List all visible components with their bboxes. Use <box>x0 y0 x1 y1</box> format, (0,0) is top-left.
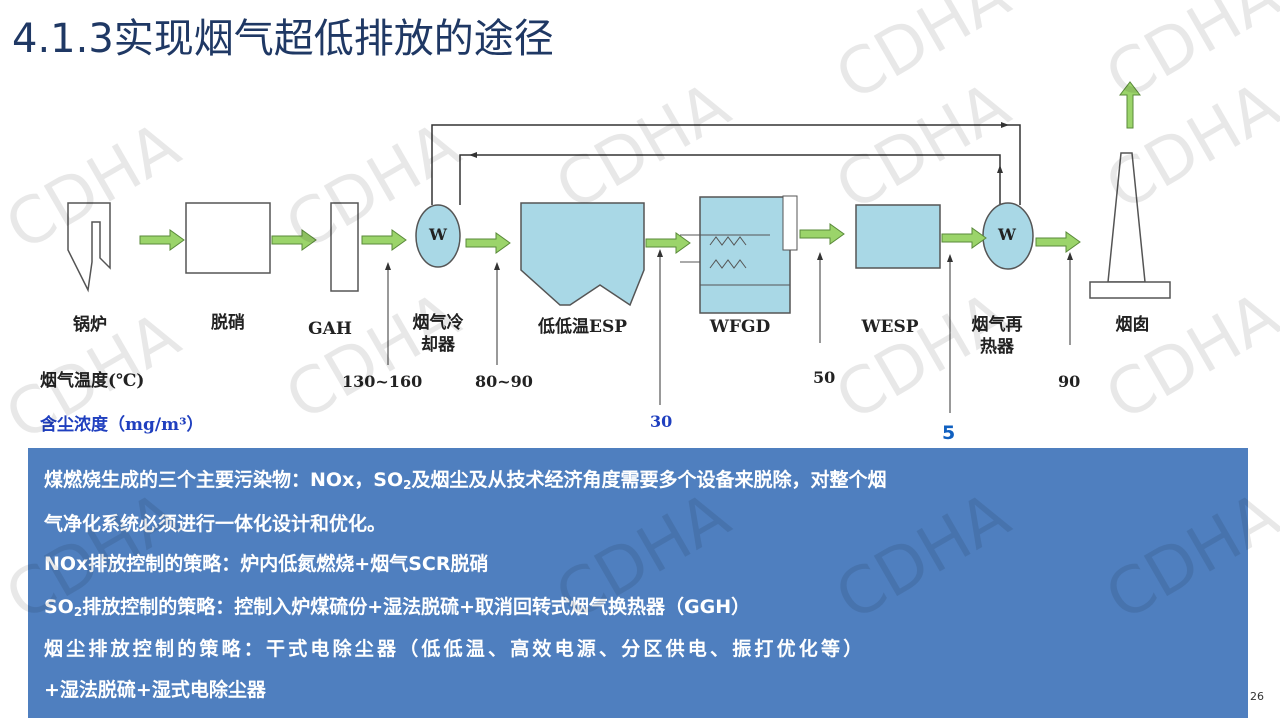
dust-value: 5 <box>942 422 956 444</box>
label-cooler: 烟气冷却器 <box>412 313 464 355</box>
summary-line-1: 煤燃烧生成的三个主要污染物：NOx，SO2及烟尘及从技术经济角度需要多个设备来脱… <box>44 469 887 492</box>
temp-value: 130~160 <box>342 372 423 391</box>
temperature-row-label: 烟气温度(℃) <box>40 371 145 391</box>
temp-value: 80~90 <box>475 372 533 391</box>
label-chimney: 烟囱 <box>1115 315 1150 335</box>
label-boiler: 锅炉 <box>73 315 107 335</box>
label-denox: 脱硝 <box>211 313 245 333</box>
boiler-shape <box>67 202 111 293</box>
cooler-symbol: W <box>429 225 447 244</box>
label-reheater: 烟气再热器 <box>971 315 1023 357</box>
label-wfgd: WFGD <box>709 317 771 337</box>
summary-line-5: 烟尘排放控制的策略：干式电除尘器（低低温、高效电源、分区供电、振打优化等） <box>44 638 866 660</box>
chimney-shape <box>1107 152 1146 283</box>
summary-box: 煤燃烧生成的三个主要污染物：NOx，SO2及烟尘及从技术经济角度需要多个设备来脱… <box>28 448 1248 718</box>
bypass-line-outer <box>431 124 1021 205</box>
wesp-box <box>855 204 941 269</box>
label-esp: 低低温ESP <box>537 317 628 337</box>
reheater-symbol: W <box>998 225 1016 244</box>
dust-row-label: 含尘浓度（mg/m³） <box>40 415 204 435</box>
temp-value: 90 <box>1058 372 1081 391</box>
summary-line-2: 气净化系统必须进行一体化设计和优化。 <box>44 513 387 535</box>
summary-line-6: +湿法脱硫+湿式电除尘器 <box>44 679 266 701</box>
temp-value: 50 <box>813 368 836 387</box>
label-gah: GAH <box>308 319 352 339</box>
wfgd-tower <box>699 196 791 314</box>
exhaust-arrow <box>1118 81 1142 129</box>
summary-line-3: NOx排放控制的策略：炉内低氮燃烧+烟气SCR脱硝 <box>44 553 489 575</box>
flue-gas-process-diagram <box>67 81 1171 413</box>
esp-shape <box>520 202 645 307</box>
denox-box <box>185 202 271 274</box>
slide-title: 4.1.3实现烟气超低排放的途径 <box>12 16 554 62</box>
summary-line-4: SO2排放控制的策略：控制入炉煤硫份+湿法脱硫+取消回转式烟气换热器（GGH） <box>44 596 751 619</box>
label-wesp: WESP <box>861 317 919 337</box>
flue-gas-cooler <box>415 204 461 268</box>
dust-value: 30 <box>650 412 673 431</box>
page-number: 26 <box>1250 690 1264 703</box>
gah-box <box>330 202 359 292</box>
